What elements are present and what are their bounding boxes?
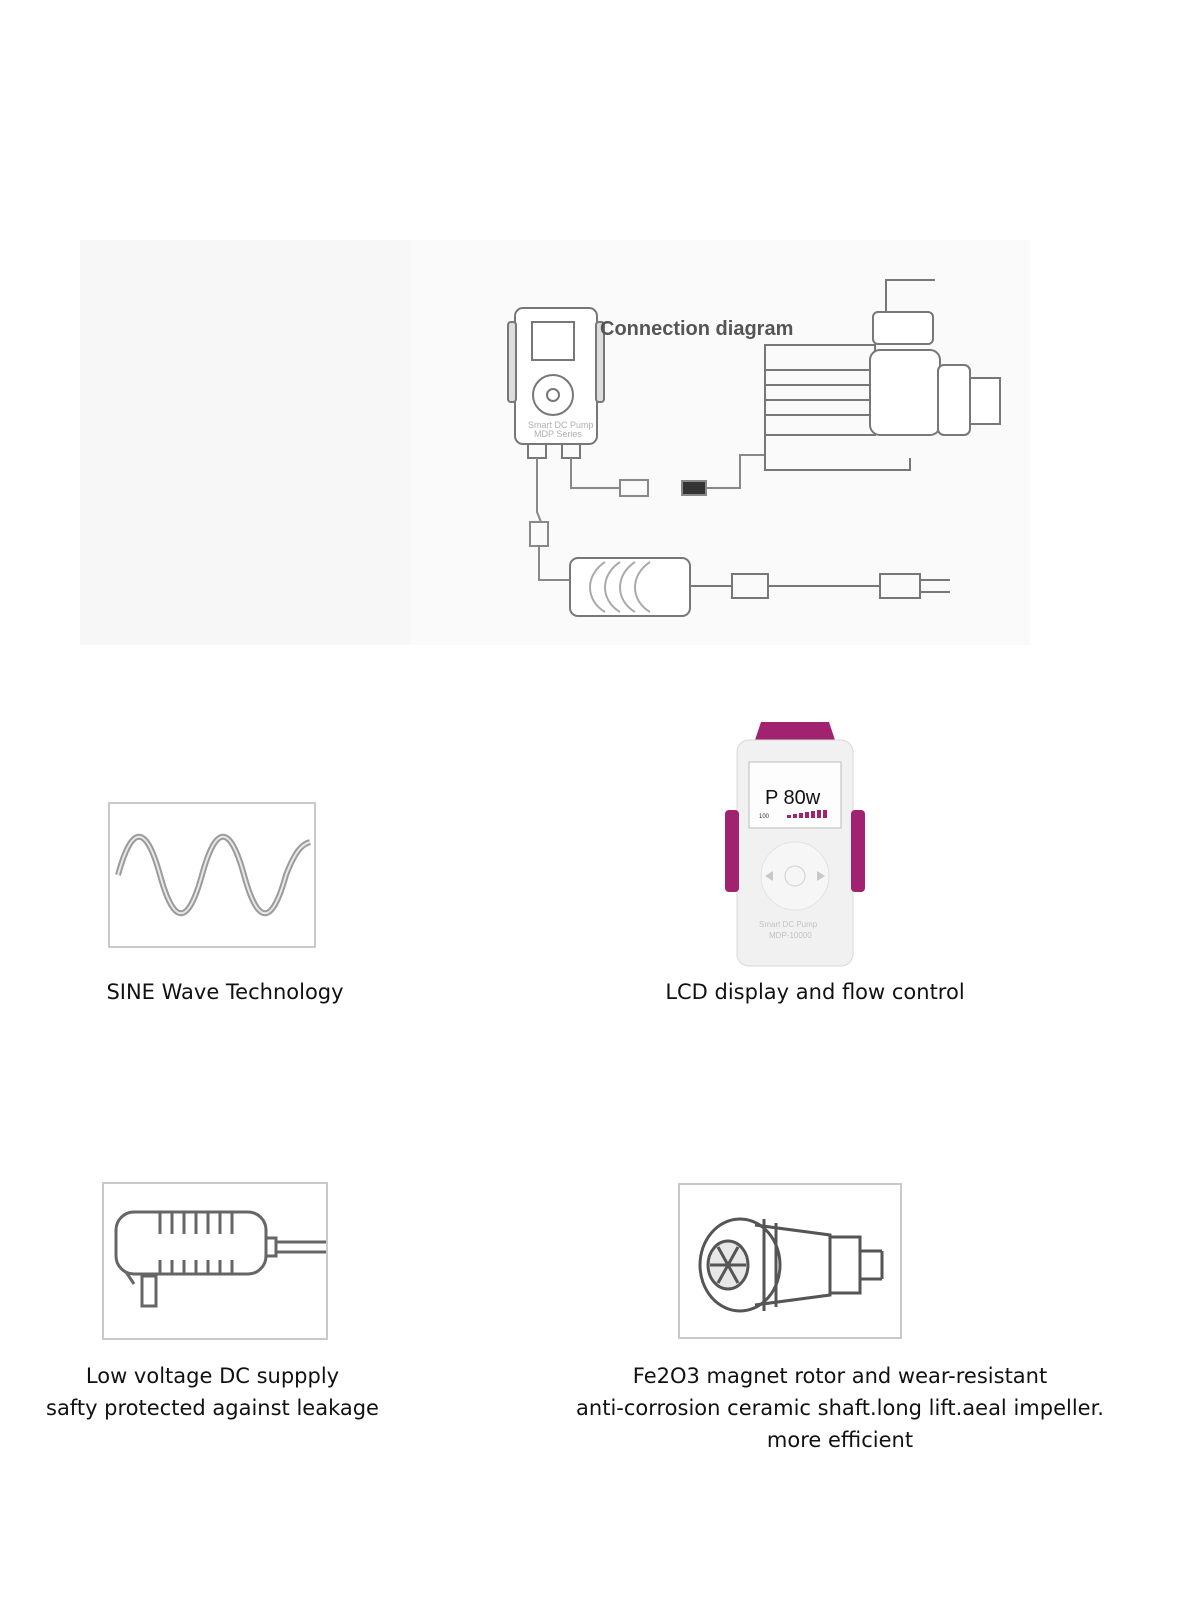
connection-diagram-canvas: Smart DC Pump MDP Series — [410, 240, 1030, 645]
caption-line: SINE Wave Technology — [106, 980, 344, 1004]
caption-line: anti-corrosion ceramic shaft.long lift.a… — [576, 1396, 1104, 1420]
device-label-line1: Smart DC Pump — [759, 920, 818, 929]
lcd-controller-drawing: P 80w 100 Smart DC Pump MDP-10000 — [725, 722, 865, 967]
control-pad — [760, 841, 830, 911]
sine-wave-frame — [108, 802, 316, 948]
caption-line: LCD display and flow control — [665, 980, 965, 1004]
arrow-up-icon — [817, 871, 825, 881]
pump-unit — [764, 279, 1001, 471]
caption-line: Fe2O3 magnet rotor and wear-resistant — [632, 1364, 1048, 1388]
arrow-down-icon — [765, 871, 773, 881]
caption-line: Low voltage DC suppply — [85, 1364, 340, 1388]
controller-unit — [507, 307, 605, 459]
power-adapter-caption: Low voltage DC suppply safty protected a… — [40, 1360, 385, 1424]
power-supply-unit — [569, 557, 950, 617]
lcd-caption: LCD display and flow control — [640, 976, 990, 1008]
cables — [529, 454, 765, 581]
caption-line: more efficient — [766, 1428, 914, 1452]
power-adapter-frame — [102, 1182, 328, 1340]
side-grip-left — [725, 810, 739, 892]
controller-label-line1: Smart DC Pump — [528, 420, 594, 430]
rotor-impeller-icon — [698, 1217, 884, 1313]
connection-diagram-title: Connection diagram — [600, 318, 794, 340]
power-icon — [784, 865, 806, 887]
connection-diagram-drawing: Smart DC Pump MDP Series — [507, 279, 1001, 617]
sine-wave-icon — [115, 834, 311, 916]
lcd-power-reading: P 80w — [765, 787, 821, 809]
power-adapter-icon — [114, 1210, 328, 1308]
lcd-bar-label: 100 — [759, 814, 770, 820]
lcd-controller-image: P 80w 100 Smart DC Pump MDP-10000 — [725, 718, 865, 968]
rotor-frame — [678, 1183, 902, 1339]
hanger-tab — [755, 722, 835, 740]
sine-wave-caption: SINE Wave Technology — [60, 976, 390, 1008]
lcd-flow-bar — [787, 810, 827, 818]
rotor-caption: Fe2O3 magnet rotor and wear-resistant an… — [560, 1360, 1120, 1456]
device-label-line2: MDP-10000 — [769, 931, 812, 940]
connection-diagram-panel: Smart DC Pump MDP Series — [80, 240, 1030, 645]
caption-line: safty protected against leakage — [46, 1396, 379, 1420]
side-grip-right — [851, 810, 865, 892]
controller-label-line2: MDP Series — [534, 429, 582, 439]
